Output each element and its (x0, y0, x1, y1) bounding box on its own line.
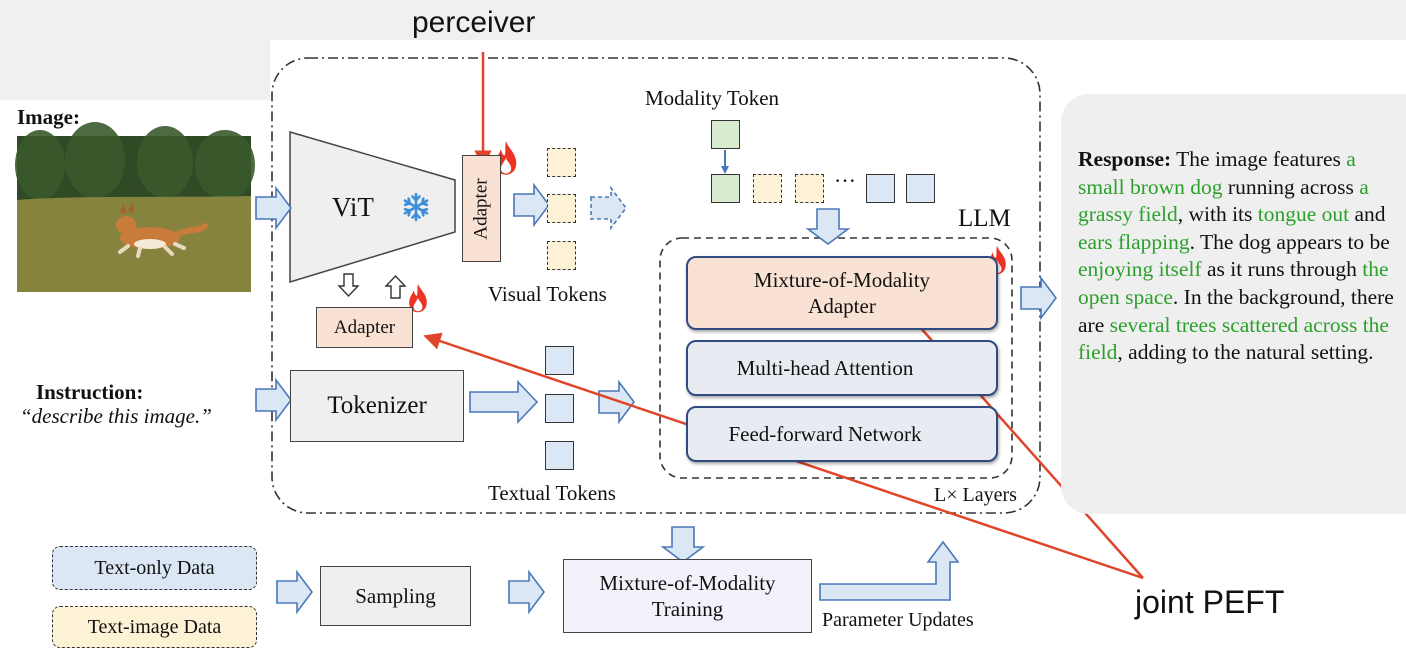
arrow-training-up-to-model (662, 526, 704, 563)
modality-token (711, 120, 740, 149)
arrow-llm-to-response (1020, 277, 1057, 319)
response-highlight: several trees scattered across the field (1078, 312, 1389, 365)
vit-label: ViT (332, 192, 374, 222)
text-image-label: Text-image Data (87, 615, 222, 638)
top-banner-extension (0, 40, 270, 100)
response-highlight: enjoying itself (1078, 257, 1202, 282)
modality-token (711, 174, 740, 203)
visual-token (547, 148, 576, 177)
ffn-label: Feed-forward Network (728, 421, 922, 446)
response-panel: Response: The image features a small bro… (1061, 94, 1406, 514)
modality-token-label: Modality Token (645, 86, 780, 110)
arrow-adapter-up (384, 274, 407, 299)
arrow-tokenizer-to-tokens (469, 379, 539, 425)
arrow-image-to-vit (255, 187, 292, 229)
attention-label: Multi-head Attention (736, 355, 914, 380)
response-highlight: a small brown dog (1078, 147, 1356, 199)
vision-adapter-vertical: Adapter (462, 155, 501, 262)
tokenizer-label: Tokenizer (327, 392, 427, 419)
mmt-line2: Training (651, 597, 724, 621)
textual-token (545, 346, 574, 375)
top-banner (0, 0, 1406, 40)
mixture-of-modality-training: Mixture-of-Modality Training (563, 559, 812, 633)
sampling-block: Sampling (320, 566, 471, 626)
instruction-label: Instruction: (36, 380, 144, 404)
text-only-data: Text-only Data (52, 546, 257, 590)
visual-token (547, 194, 576, 223)
visual-tokens-label: Visual Tokens (488, 282, 607, 306)
response-segment: running across (1222, 174, 1360, 199)
visual-token (547, 241, 576, 270)
response-segment: The image features (1171, 147, 1347, 171)
response-segment: as it runs through (1201, 257, 1363, 282)
dog-photo (15, 122, 255, 292)
arrow-parameter-updates (819, 540, 960, 601)
image-label: Image: (17, 105, 80, 129)
arrow-adapter-to-tokens (513, 184, 550, 226)
response-heading: Response: (1078, 147, 1172, 171)
arrow-instruction-to-tokenizer (255, 379, 292, 421)
arrow-data-to-sampling (276, 571, 313, 613)
llm-container (659, 237, 1013, 479)
textual-token (866, 174, 895, 203)
textual-token (545, 441, 574, 470)
visual-token (795, 174, 824, 203)
mmt-line1: Mixture-of-Modality (599, 571, 776, 595)
response-highlight: a grassy field (1078, 174, 1369, 227)
text-image-data: Text-image Data (52, 606, 257, 648)
textual-token (906, 174, 935, 203)
llm-label: LLM (958, 205, 1011, 232)
response-highlight: the open space (1078, 257, 1389, 309)
arrow-sampling-to-training (508, 571, 545, 613)
layers-label: L× Layers (934, 484, 1017, 506)
adapter-small-label: Adapter (333, 316, 396, 338)
response-segment: , with its (1177, 202, 1258, 227)
response-highlight: ears flapping (1078, 229, 1190, 254)
joint-peft-label: joint PEFT (1135, 584, 1285, 620)
response-segment: and (1349, 202, 1386, 227)
response-highlight: tongue out (1257, 202, 1350, 227)
response-segment: . In the background, there are (1078, 284, 1394, 337)
mma-line2: Adapter (808, 294, 876, 318)
arrow-dashed-visual (590, 185, 627, 231)
instruction-text: “describe this image.” (20, 404, 212, 428)
response-segment: , adding to the natural setting. (1117, 340, 1374, 365)
arrow-vit-down (337, 273, 360, 298)
vit-block (289, 131, 456, 284)
feed-forward-network: Feed-forward Network (686, 406, 998, 462)
response-segment: . The dog appears to be (1189, 229, 1390, 254)
mma-line1: Mixture-of-Modality (753, 268, 931, 292)
multi-head-attention: Multi-head Attention (686, 340, 998, 396)
arrow-textual-to-llm (598, 381, 635, 423)
sampling-label: Sampling (355, 583, 436, 608)
model-container (271, 57, 1041, 514)
vision-adapter-label: Adapter (470, 177, 492, 240)
perceiver-label: perceiver (412, 6, 536, 39)
parameter-updates-label: Parameter Updates (822, 609, 974, 631)
visual-token (753, 174, 782, 203)
textual-token (545, 394, 574, 423)
textual-tokens-label: Textual Tokens (488, 481, 616, 505)
token-ellipsis: ··· (834, 168, 856, 193)
adapter-small: Adapter (316, 307, 413, 348)
tokenizer-block: Tokenizer (290, 370, 464, 442)
response-text: Response: The image features a small bro… (1078, 147, 1394, 364)
text-only-label: Text-only Data (94, 556, 215, 579)
mixture-of-modality-adapter: Mixture-of-Modality Adapter (686, 256, 998, 330)
